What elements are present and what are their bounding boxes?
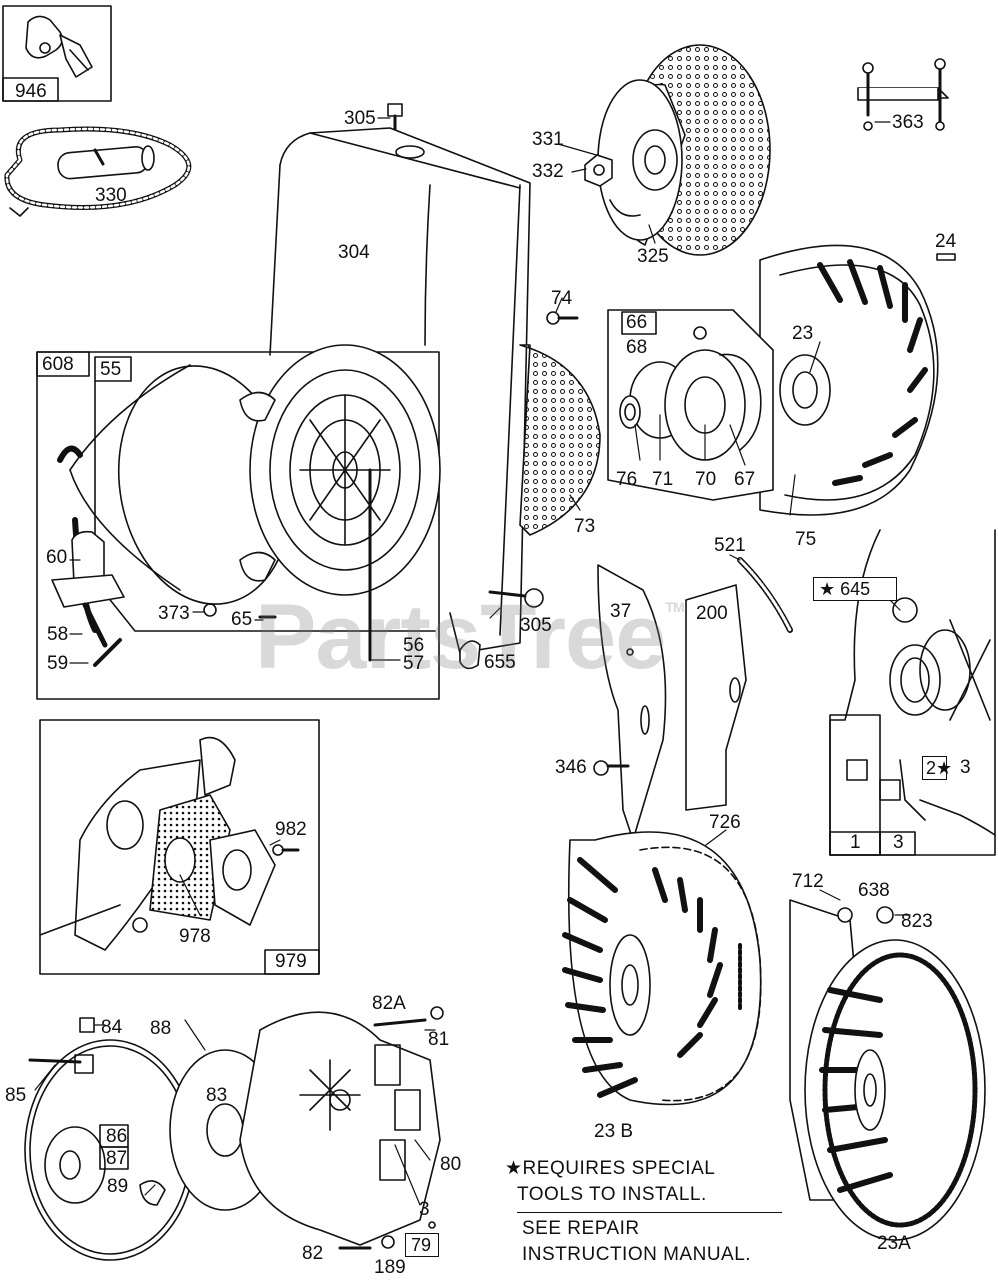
- note-special-tools: ★REQUIRES SPECIAL TOOLS TO INSTALL.: [505, 1158, 716, 1205]
- part-200-baffle: [685, 584, 747, 811]
- part-645-crankcase: [829, 529, 996, 856]
- callout-346: 346: [555, 757, 587, 778]
- callout-521: 521: [714, 535, 746, 556]
- callout-363: 363: [892, 112, 924, 133]
- callout-59: 59: [47, 653, 69, 674]
- callout-3-lower: 3: [893, 832, 904, 853]
- callout-75: 75: [795, 529, 817, 550]
- part-946-clip: [2, 5, 112, 102]
- part-346-bolt: [593, 760, 630, 776]
- callout-305-side: 305: [520, 615, 552, 636]
- callout-60: 60: [46, 547, 68, 568]
- callout-305-top: 305: [344, 108, 376, 129]
- callout-638: 638: [858, 880, 890, 901]
- part-73-screen: [519, 344, 601, 536]
- part-23b-flywheel: [562, 831, 762, 1106]
- callout-58: 58: [47, 624, 69, 645]
- callout-83: 83: [206, 1085, 228, 1106]
- callout-331: 331: [532, 129, 564, 150]
- callout-3-bottom: 3: [419, 1199, 430, 1220]
- callout-79: 79: [405, 1233, 439, 1257]
- callout-87: 87: [106, 1148, 128, 1169]
- note-divider: [517, 1212, 782, 1213]
- callout-56: 56: [403, 635, 425, 656]
- callout-946: 946: [15, 81, 47, 102]
- callout-332: 332: [532, 161, 564, 182]
- callout-23: 23: [792, 323, 814, 344]
- callout-24: 24: [935, 231, 957, 252]
- callout-330: 330: [95, 185, 127, 206]
- callout-67: 67: [734, 469, 756, 490]
- callout-89: 89: [107, 1176, 129, 1197]
- part-325-pulley-screen: [584, 44, 771, 256]
- callout-655: 655: [484, 652, 516, 673]
- callout-1: 1: [850, 832, 861, 853]
- callout-200: 200: [696, 603, 728, 624]
- callout-65: 65: [231, 609, 253, 630]
- leader-lines: [34, 117, 911, 1206]
- part-330-starter-rope: [4, 126, 192, 217]
- part-363-bracket: [857, 58, 949, 131]
- callout-70: 70: [695, 469, 717, 490]
- callout-645: ★ 645: [813, 577, 897, 601]
- part-24-key: [936, 253, 956, 261]
- callout-85: 85: [5, 1085, 27, 1106]
- callout-23b: 23 B: [594, 1121, 634, 1142]
- callout-712: 712: [792, 871, 824, 892]
- callout-71: 71: [652, 469, 674, 490]
- callout-304: 304: [338, 242, 370, 263]
- callout-86: 86: [106, 1126, 128, 1147]
- callout-978: 978: [179, 926, 211, 947]
- callout-189: 189: [374, 1257, 406, 1278]
- callout-325: 325: [637, 246, 669, 267]
- part-74-bolt: [546, 311, 579, 325]
- part-655-clip: [459, 640, 481, 670]
- part-521-wire: [737, 557, 793, 633]
- callout-84: 84: [101, 1017, 123, 1038]
- callout-823: 823: [901, 911, 933, 932]
- callout-80: 80: [440, 1154, 462, 1175]
- callout-55: 55: [100, 359, 122, 380]
- callout-726: 726: [709, 812, 741, 833]
- part-66-kit: [607, 309, 774, 501]
- callout-2-star: 2★: [922, 756, 952, 780]
- part-608-rewind-starter: [36, 344, 441, 700]
- part-23a-flywheel: [789, 899, 986, 1241]
- callout-3-upper: 3: [960, 757, 971, 778]
- callout-88: 88: [150, 1018, 172, 1039]
- part-80-housing: [239, 1006, 444, 1250]
- callout-57: 57: [403, 653, 425, 674]
- part-23-flywheel: [759, 244, 939, 516]
- note-repair-manual: SEE REPAIR INSTRUCTION MANUAL.: [522, 1218, 752, 1265]
- callout-81: 81: [428, 1029, 450, 1050]
- watermark: PartsTreeTM: [255, 586, 685, 688]
- callout-373: 373: [158, 603, 190, 624]
- callout-74: 74: [551, 288, 573, 309]
- callout-982: 982: [275, 819, 307, 840]
- callout-37: 37: [610, 601, 632, 622]
- callout-73: 73: [574, 516, 596, 537]
- part-979-kit: [39, 719, 320, 975]
- callout-979: 979: [275, 951, 307, 972]
- callout-82: 82: [302, 1243, 324, 1264]
- callout-82a: 82A: [372, 993, 406, 1014]
- callout-68: 68: [626, 337, 648, 358]
- callout-66: 66: [626, 312, 648, 333]
- callout-23a: 23A: [877, 1233, 911, 1254]
- callout-76: 76: [616, 469, 638, 490]
- part-305-bolt-side: [488, 588, 544, 608]
- callout-608: 608: [42, 354, 74, 375]
